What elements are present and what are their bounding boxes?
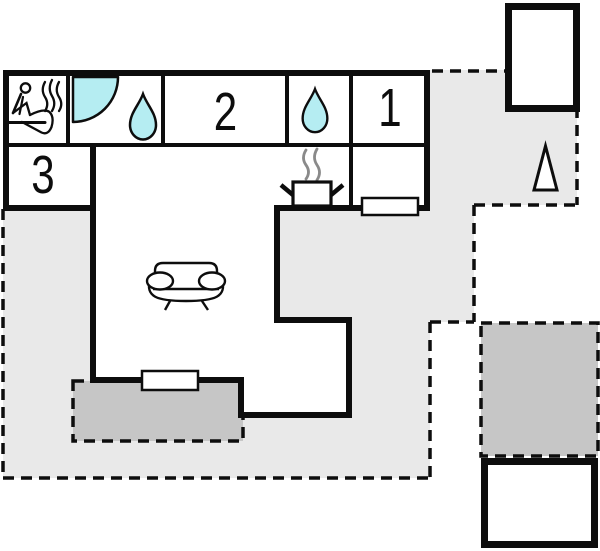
room-2-label: 2 [214, 82, 237, 142]
north-arrow-icon [532, 140, 559, 192]
steam-icon [302, 147, 321, 182]
outbuilding-bottom-right [481, 458, 598, 548]
sauna-icon [5, 78, 63, 135]
sofa-icon [145, 261, 227, 311]
stove-pot-icon [279, 180, 345, 208]
window-south [140, 369, 200, 392]
bathroom-water-drop-icon [128, 90, 158, 141]
interior-walls [6, 73, 427, 208]
room-1-label: 1 [378, 78, 401, 138]
window-east [360, 196, 420, 217]
shower-icon [71, 75, 120, 124]
terrace-right [479, 321, 600, 458]
wc-water-drop-icon [301, 85, 329, 134]
outbuilding-top-right [505, 3, 580, 112]
room-3-label: 3 [31, 145, 54, 205]
